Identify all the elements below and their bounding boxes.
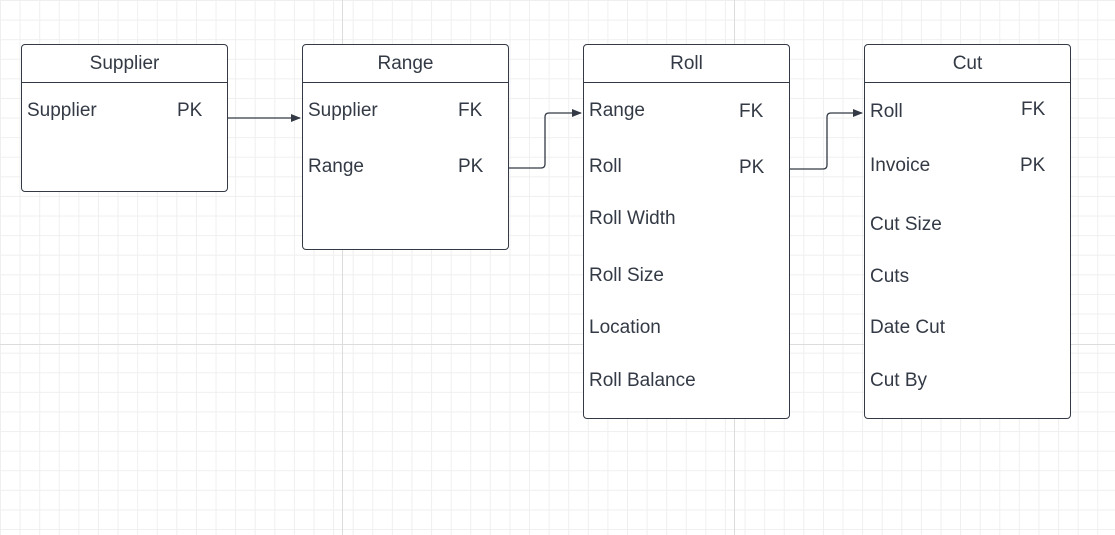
roll-attr-roll-balance: Roll Balance (589, 370, 696, 391)
entity-range-title: Range (303, 45, 508, 83)
range-attr-supplier-key: FK (458, 100, 483, 121)
entity-supplier[interactable]: Supplier Supplier PK (21, 44, 228, 192)
cut-attr-invoice-name: Invoice (870, 155, 931, 176)
entity-cut-title: Cut (865, 45, 1070, 83)
supplier-attr-supplier-key: PK (177, 100, 203, 121)
entity-range[interactable]: Range Supplier FK Range PK (302, 44, 509, 250)
entity-roll-title: Roll (584, 45, 789, 83)
roll-attr-roll-width: Roll Width (589, 208, 676, 229)
range-attr-range-name: Range (308, 156, 364, 177)
entity-roll[interactable]: Roll Range FK Roll PK Roll Width Roll Si… (583, 44, 790, 419)
roll-attr-roll-key: PK (739, 157, 765, 178)
roll-attr-roll-size: Roll Size (589, 265, 664, 286)
connector-roll-to-cut[interactable] (790, 109, 863, 170)
connector-range-to-roll[interactable] (509, 109, 582, 169)
cut-attr-roll-name: Roll (870, 101, 903, 122)
cut-attr-roll-key: FK (1021, 99, 1046, 120)
range-attr-supplier-name: Supplier (308, 100, 378, 121)
roll-attr-range-key: FK (739, 101, 764, 122)
roll-attr-location: Location (589, 317, 661, 338)
cut-attr-date-cut: Date Cut (870, 317, 945, 338)
entity-cut[interactable]: Cut Roll FK Invoice PK Cut Size Cuts Dat… (864, 44, 1071, 419)
range-attr-range-key: PK (458, 156, 484, 177)
roll-attr-range-name: Range (589, 100, 645, 121)
supplier-attr-supplier-name: Supplier (27, 100, 97, 121)
roll-attr-roll-name: Roll (589, 156, 622, 177)
cut-attr-cut-size: Cut Size (870, 214, 942, 235)
cut-attr-cuts: Cuts (870, 266, 910, 287)
cut-attr-cut-by: Cut By (870, 370, 928, 391)
cut-attr-invoice-key: PK (1020, 155, 1046, 176)
entity-supplier-title: Supplier (22, 45, 227, 83)
